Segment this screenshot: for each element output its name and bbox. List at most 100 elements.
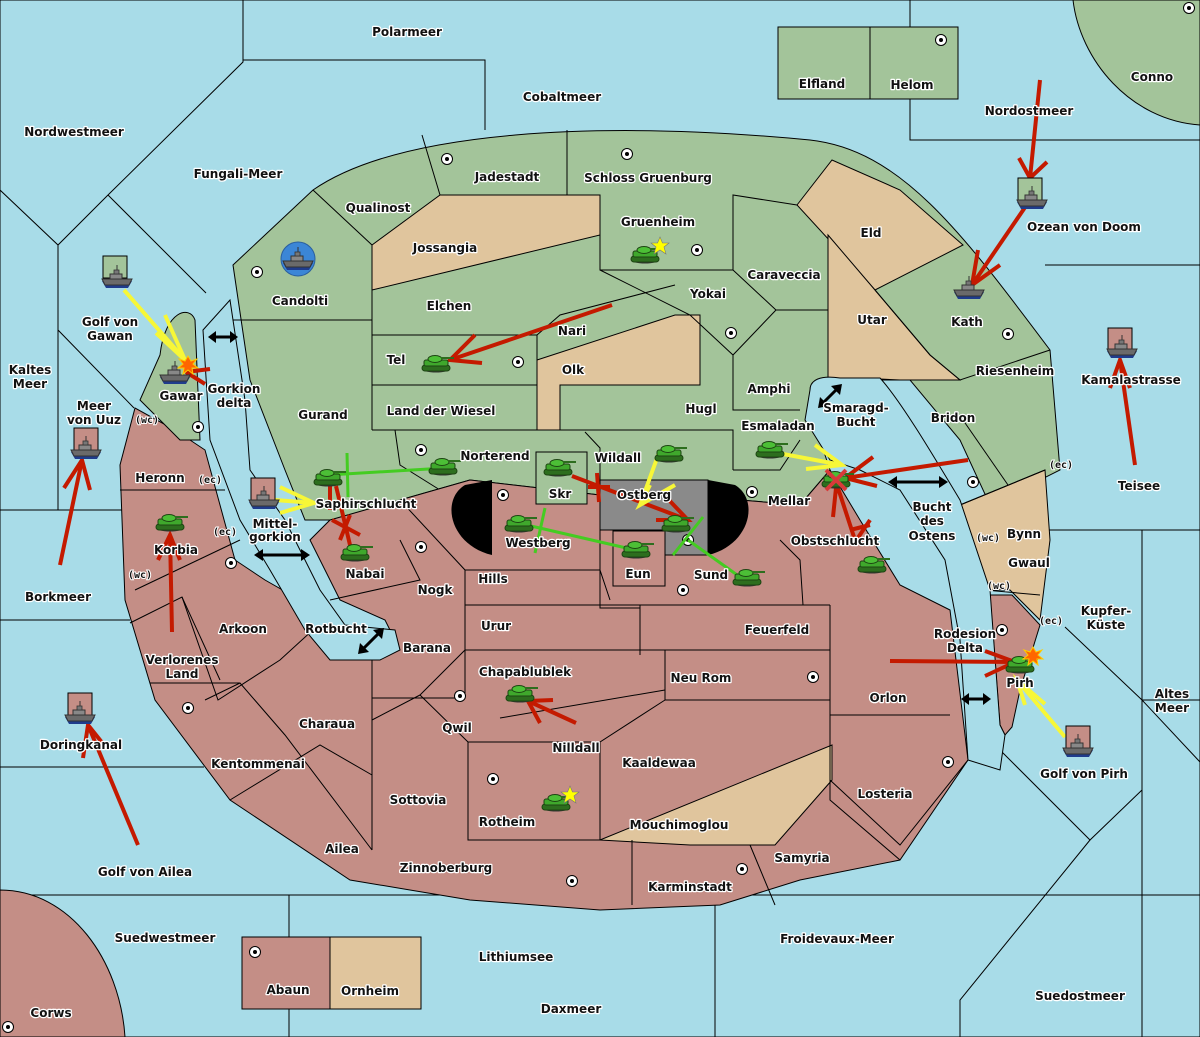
sea-label-altes-meer-1: Altes [1155, 687, 1189, 701]
supply-center-icon [251, 266, 263, 278]
land-label-sund: Sund [694, 568, 728, 582]
orders-hold-support [327, 452, 741, 579]
sea-label-kamalastrasse: Kamalastrasse [1081, 373, 1181, 387]
land-label-gwaul: Gwaul [1008, 556, 1050, 570]
supply-center-icon [725, 327, 737, 339]
coast-label: (wc) [128, 570, 152, 581]
land-label-heronn: Heronn [135, 471, 184, 485]
coast-label: (ec) [213, 527, 237, 538]
south-borders [120, 469, 1046, 906]
sea-label-kaltes-meer-1: Kaltes [9, 363, 52, 377]
supply-center-icon [621, 148, 633, 160]
land-label-land-der-wiesel: Land der Wiesel [387, 404, 496, 418]
sea-label-golf-von-ailea: Golf von Ailea [98, 865, 192, 879]
sea-label-golf-von-gawan-2: Gawan [87, 329, 133, 343]
sea-label-doringkanal: Doringkanal [40, 738, 122, 752]
land-label-kaaldewaa: Kaaldewaa [622, 756, 696, 770]
land-label-samyria: Samyria [774, 851, 829, 865]
supply-center-icon [249, 946, 261, 958]
land-label-nilldall: Nilldall [552, 741, 599, 755]
land-label-bridon: Bridon [931, 411, 976, 425]
supply-center-icon [415, 541, 427, 553]
coast-label: (ec) [198, 475, 222, 486]
land-label-kath: Kath [951, 315, 983, 329]
land-label-jadestadt: Jadestadt [474, 170, 540, 184]
land-label-conno: Conno [1131, 70, 1173, 84]
sea-label-suedwestmeer: Suedwestmeer [115, 931, 216, 945]
land-label-eld: Eld [861, 226, 882, 240]
sea-label-mittelgorkion-2: gorkion [249, 530, 301, 544]
coast-label: (wc) [135, 415, 159, 426]
supply-center-icon [415, 444, 427, 456]
land-label-amphi: Amphi [747, 382, 790, 396]
land-label-gurand: Gurand [298, 408, 348, 422]
supply-center-icon [487, 773, 499, 785]
land-label-qwil: Qwil [442, 721, 472, 735]
supply-center-icon [566, 875, 578, 887]
supply-center-icon [512, 356, 524, 368]
double-arrow-icon [358, 628, 384, 654]
central-impassable [451, 451, 749, 587]
coast-label: (ec) [1039, 616, 1063, 627]
territory-ornheim[interactable] [329, 936, 422, 1010]
land-label-verlorenes-land-1: Verlorenes [146, 653, 219, 667]
territory-corws[interactable] [0, 889, 126, 1037]
land-label-corws: Corws [30, 1006, 71, 1020]
coast-label: (wc) [976, 533, 1000, 544]
land-label-saphirschlucht: Saphirschlucht [316, 497, 417, 511]
sea-label-golf-von-pirh: Golf von Pirh [1040, 767, 1128, 781]
land-label-rotheim: Rotheim [479, 815, 536, 829]
land-label-charaua: Charaua [299, 717, 355, 731]
adjacency-arrows [208, 331, 991, 705]
land-label-gruenheim: Gruenheim [621, 215, 695, 229]
sea-label-kaltes-meer-2: Meer [13, 377, 47, 391]
supply-center-icon [935, 34, 947, 46]
supply-center-icon [691, 244, 703, 256]
land-label-hugl: Hugl [685, 402, 716, 416]
supply-center-icon [497, 489, 509, 501]
territory-elfland[interactable] [777, 26, 871, 100]
supply-center-icon [807, 671, 819, 683]
land-label-mouchimoglou: Mouchimoglou [630, 818, 729, 832]
territory-mouchimoglou[interactable] [599, 744, 833, 846]
supply-center-icon [182, 702, 194, 714]
land-label-bynn: Bynn [1007, 527, 1041, 541]
land-label-barana: Barana [403, 641, 451, 655]
land-label-arkoon: Arkoon [219, 622, 267, 636]
land-label-olk: Olk [562, 363, 585, 377]
land-label-sottovia: Sottovia [390, 793, 447, 807]
land-label-verlorenes-land-2: Land [166, 667, 199, 681]
supply-center-icon [2, 1021, 14, 1033]
land-label-helom: Helom [890, 78, 933, 92]
territory-conno[interactable] [1072, 0, 1200, 126]
land-label-abaun: Abaun [266, 983, 309, 997]
land-label-jossangia: Jossangia [412, 241, 477, 255]
sea-label-golf-von-gawan-1: Golf von [82, 315, 138, 329]
sea-label-smaragd-bucht-1: Smaragd- [823, 401, 888, 415]
land-label-eun: Eun [625, 567, 650, 581]
land-label-ostberg: Ostberg [617, 488, 671, 502]
supply-center-icon [1002, 328, 1014, 340]
land-label-tel: Tel [387, 353, 406, 367]
sea-label-mittelgorkion-1: Mittel- [253, 517, 298, 531]
sea-label-polarmeer: Polarmeer [372, 25, 442, 39]
land-label-nari: Nari [558, 324, 586, 338]
supply-center-icon [1183, 2, 1195, 14]
sea-label-gorkion-delta-1: Gorkion [208, 382, 261, 396]
land-label-nabai: Nabai [346, 567, 385, 581]
failed-order-markers [331, 472, 872, 547]
sea-label-fungali-meer: Fungali-Meer [194, 167, 283, 181]
sea-label-froidevaux-meer: Froidevaux-Meer [780, 932, 894, 946]
supply-center-icon [736, 863, 748, 875]
land-label-westberg: Westberg [505, 536, 570, 550]
sea-east-bay[interactable] [804, 376, 1006, 771]
land-label-hills: Hills [478, 572, 508, 586]
sea-label-daxmeer: Daxmeer [541, 1002, 602, 1016]
land-label-norterend: Norterend [460, 449, 529, 463]
sea-label-ozean-von-doom: Ozean von Doom [1027, 220, 1141, 234]
island-elfland-helom [777, 26, 959, 100]
sea-label-borkmeer: Borkmeer [25, 590, 91, 604]
territory-eun[interactable] [612, 530, 666, 587]
land-label-kentommenai: Kentommenai [211, 757, 305, 771]
land-label-orlon: Orlon [869, 691, 906, 705]
